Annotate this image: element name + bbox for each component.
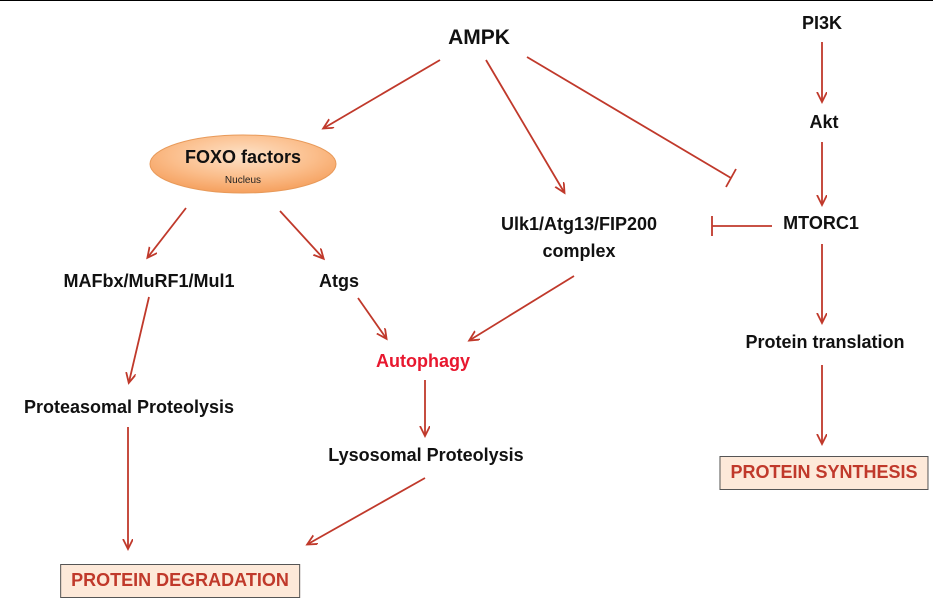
- ulk-line2: complex: [542, 240, 616, 261]
- arrow-ulk-autophagy: [470, 275, 575, 340]
- outcome-protein-synthesis: PROTEIN SYNTHESIS: [719, 456, 929, 490]
- inhibit-ampk-mtorc1: [526, 56, 732, 179]
- node-foxo-factors: FOXO factors Nucleus: [149, 135, 337, 194]
- node-lysosomal-proteolysis: Lysosomal Proteolysis: [328, 445, 524, 465]
- ulk-line1: Ulk1/Atg13/FIP200: [500, 214, 658, 234]
- node-mtorc1: MTORC1: [783, 213, 859, 233]
- node-mafbx: MAFbx/MuRF1/Mul1: [63, 271, 235, 291]
- foxo-title: FOXO factors: [184, 147, 302, 167]
- node-proteasomal-proteolysis: Proteasomal Proteolysis: [23, 397, 235, 417]
- arrow-ampk-ulk: [485, 59, 564, 192]
- node-atgs: Atgs: [319, 271, 359, 291]
- arrow-mafbx-proteasomal: [129, 296, 150, 382]
- node-ampk: AMPK: [448, 26, 510, 49]
- node-pi3k: PI3K: [801, 13, 843, 33]
- outcome-protein-degradation: PROTEIN DEGRADATION: [60, 564, 300, 598]
- arrow-lysosomal-degradation: [308, 477, 426, 544]
- arrow-atgs-autophagy: [357, 297, 386, 338]
- arrow-foxo-mafbx: [148, 207, 187, 257]
- top-border-line: [0, 0, 933, 1]
- foxo-nucleus-label: Nucleus: [224, 175, 262, 186]
- node-autophagy: Autophagy: [376, 351, 470, 371]
- node-akt: Akt: [809, 112, 839, 132]
- arrow-foxo-atgs: [279, 210, 323, 258]
- arrow-ampk-foxo: [324, 59, 441, 128]
- inhibit-ampk-mtorc1-bar: [725, 168, 737, 188]
- node-protein-translation: Protein translation: [745, 332, 905, 352]
- node-ulk-complex: Ulk1/Atg13/FIP200 complex: [501, 213, 657, 262]
- foxo-ellipse: [149, 134, 337, 194]
